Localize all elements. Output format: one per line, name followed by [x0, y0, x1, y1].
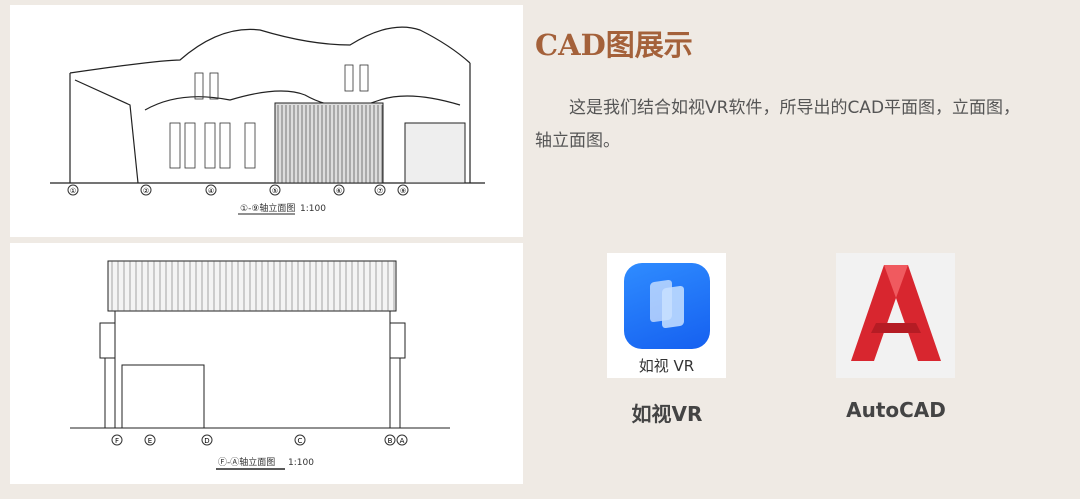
app-label-realsee: 如视VR — [631, 402, 703, 426]
drawing-scale: 1:100 — [288, 458, 314, 468]
axis-label: D — [204, 437, 209, 445]
axis-marker — [294, 434, 306, 446]
axis-label: F — [115, 437, 119, 445]
axis-marker — [67, 184, 79, 196]
axis-marker — [201, 434, 213, 446]
axis-label: B — [388, 437, 393, 445]
axis-label: ④ — [208, 187, 214, 195]
axis-marker — [269, 184, 281, 196]
axis-label: ② — [143, 187, 149, 195]
axis-marker — [140, 184, 152, 196]
autocad-icon — [836, 253, 955, 378]
description-text: 这是我们结合如视VR软件，所导出的CAD平面图，立面图，轴立面图。 — [535, 98, 1021, 151]
axis-marker — [144, 434, 156, 446]
axis-marker — [384, 434, 396, 446]
axis-marker — [205, 184, 217, 196]
axis-marker — [374, 184, 386, 196]
axis-marker — [396, 434, 408, 446]
axis-label: ⑦ — [377, 187, 383, 195]
page-title: CAD图展示 — [535, 28, 693, 62]
drawing-caption: Ⓕ-Ⓐ轴立面图 — [218, 456, 275, 468]
axis-label: ⑤ — [272, 187, 278, 195]
axis-label: ① — [70, 187, 76, 195]
axis-label: ⑥ — [336, 187, 342, 195]
drawing-caption: ①-⑨轴立面图 — [240, 202, 295, 214]
cad-elevation-drawing-1: ① ② ④ ⑤ ⑥ ⑦ ⑨ ①-⑨轴立面图 1:100 — [10, 5, 523, 237]
axis-label: A — [400, 437, 405, 445]
app-label-autocad: AutoCAD — [846, 398, 946, 422]
axis-label: C — [298, 437, 303, 445]
axis-label: E — [148, 437, 152, 445]
axis-marker — [111, 434, 123, 446]
axis-label: ⑨ — [400, 187, 406, 195]
axis-marker — [333, 184, 345, 196]
axis-marker — [397, 184, 409, 196]
icon-text: 如视 VR — [638, 357, 695, 375]
realsee-vr-icon: 如视 VR — [607, 253, 726, 378]
drawing-scale: 1:100 — [300, 204, 326, 214]
